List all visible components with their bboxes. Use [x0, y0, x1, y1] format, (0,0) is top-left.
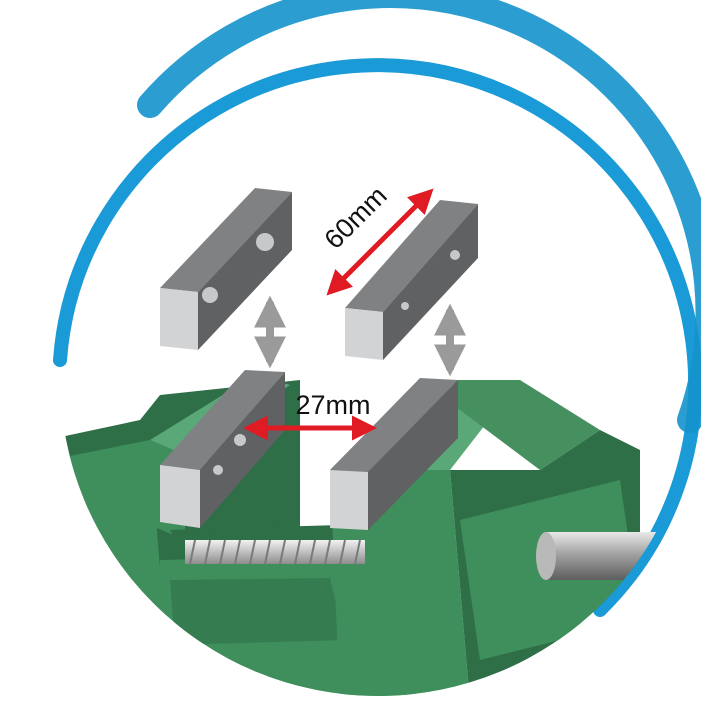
- dimension-arrow-length: [326, 188, 434, 296]
- jaw-opening-label: 27mm: [295, 390, 370, 420]
- mounted-jaw-plate-right: [330, 378, 458, 530]
- vise-body: [60, 375, 696, 696]
- mounted-jaw-plate-left: [160, 370, 285, 528]
- frame-ring: [53, 0, 701, 617]
- floating-jaw-plate-left: [160, 188, 292, 350]
